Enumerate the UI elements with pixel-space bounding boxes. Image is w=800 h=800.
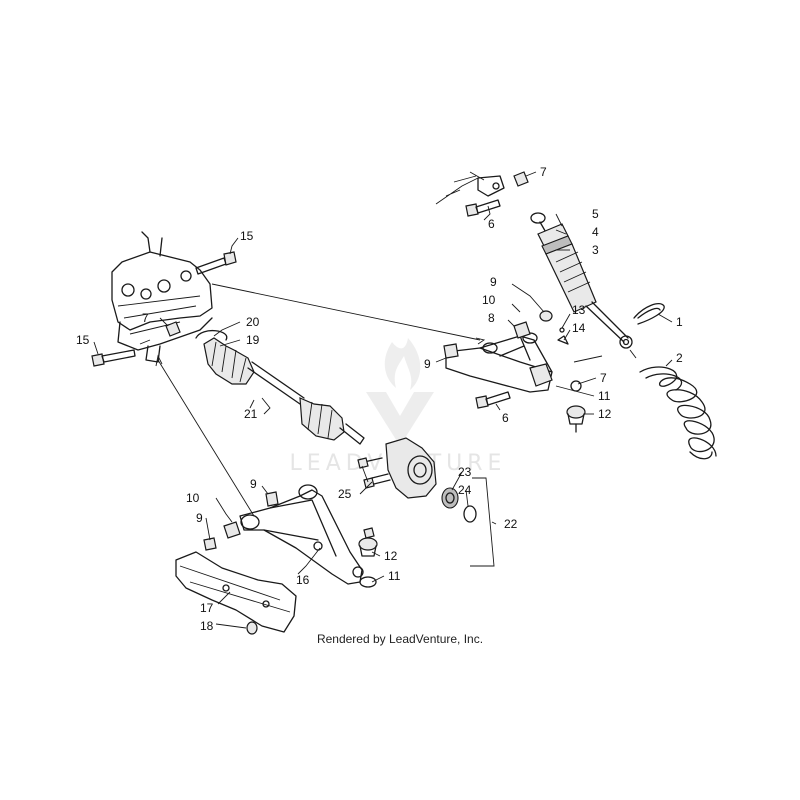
callout-2: 2 (676, 351, 683, 365)
callout-8: 8 (488, 311, 495, 325)
callout-11-upper: 11 (598, 389, 611, 403)
nut-7-left (165, 321, 181, 337)
callout-11-lower: 11 (388, 569, 401, 583)
steering-knuckle (357, 437, 437, 499)
callout-7-arm: 7 (600, 371, 607, 385)
ball-joint-upper (566, 405, 586, 433)
bolt-15-lower (91, 349, 136, 367)
callout-21: 21 (244, 407, 258, 421)
cv-axle (195, 330, 365, 445)
spring-retainer (633, 303, 665, 325)
hub-group-bracket (470, 477, 495, 567)
callout-10-lower: 10 (186, 491, 200, 505)
callout-9-upper-left: 9 (424, 357, 431, 371)
lower-a-arm (239, 484, 377, 588)
callout-16: 16 (296, 573, 310, 587)
callout-12-upper: 12 (598, 407, 612, 421)
callout-15-left: 15 (76, 333, 90, 347)
upper-bushings (443, 310, 569, 359)
shock-absorber (530, 212, 633, 349)
callout-leaders (93, 171, 673, 629)
callout-15-top: 15 (240, 229, 254, 243)
callout-9-lower-left: 9 (196, 511, 203, 525)
callout-3: 3 (592, 243, 599, 257)
callout-19: 19 (246, 333, 260, 347)
bolt-6-upper (465, 199, 501, 217)
hub-bearing (441, 487, 477, 523)
coil-spring (639, 366, 717, 460)
callout-4: 4 (592, 225, 599, 239)
callout-25: 25 (338, 487, 352, 501)
callout-5: 5 (592, 207, 599, 221)
callout-7-left: 7 (142, 311, 149, 325)
assembly-leaders (155, 283, 637, 517)
render-credit: Rendered by LeadVenture, Inc. (316, 632, 484, 646)
callout-14: 14 (572, 321, 586, 335)
callout-22: 22 (504, 517, 518, 531)
callout-6-lower: 6 (502, 411, 509, 425)
callout-9-lower: 9 (250, 477, 257, 491)
nut-7-top (513, 171, 529, 187)
callout-6-top: 6 (488, 217, 495, 231)
skid-plate (175, 551, 297, 635)
callout-18: 18 (200, 619, 214, 633)
callout-7-top: 7 (540, 165, 547, 179)
callout-10-upper: 10 (482, 293, 496, 307)
upper-frame-mount (435, 171, 505, 205)
bolt-15-upper (195, 251, 237, 275)
callout-13: 13 (572, 303, 586, 317)
callout-20: 20 (246, 315, 260, 329)
lower-bushings (203, 491, 279, 551)
ball-joint-lower (358, 527, 378, 557)
callout-1: 1 (676, 315, 683, 329)
upper-a-arm (445, 332, 582, 393)
frame-bracket (111, 231, 213, 363)
callout-12-lower: 12 (384, 549, 398, 563)
bolt-6-lower (475, 391, 511, 409)
callout-17: 17 (200, 601, 214, 615)
callout-9-upper: 9 (490, 275, 497, 289)
callout-23: 23 (458, 465, 472, 479)
callout-24: 24 (458, 483, 472, 497)
callout-labels: 7 5 4 3 6 15 9 10 8 13 14 1 2 7 20 19 15… (76, 165, 683, 633)
